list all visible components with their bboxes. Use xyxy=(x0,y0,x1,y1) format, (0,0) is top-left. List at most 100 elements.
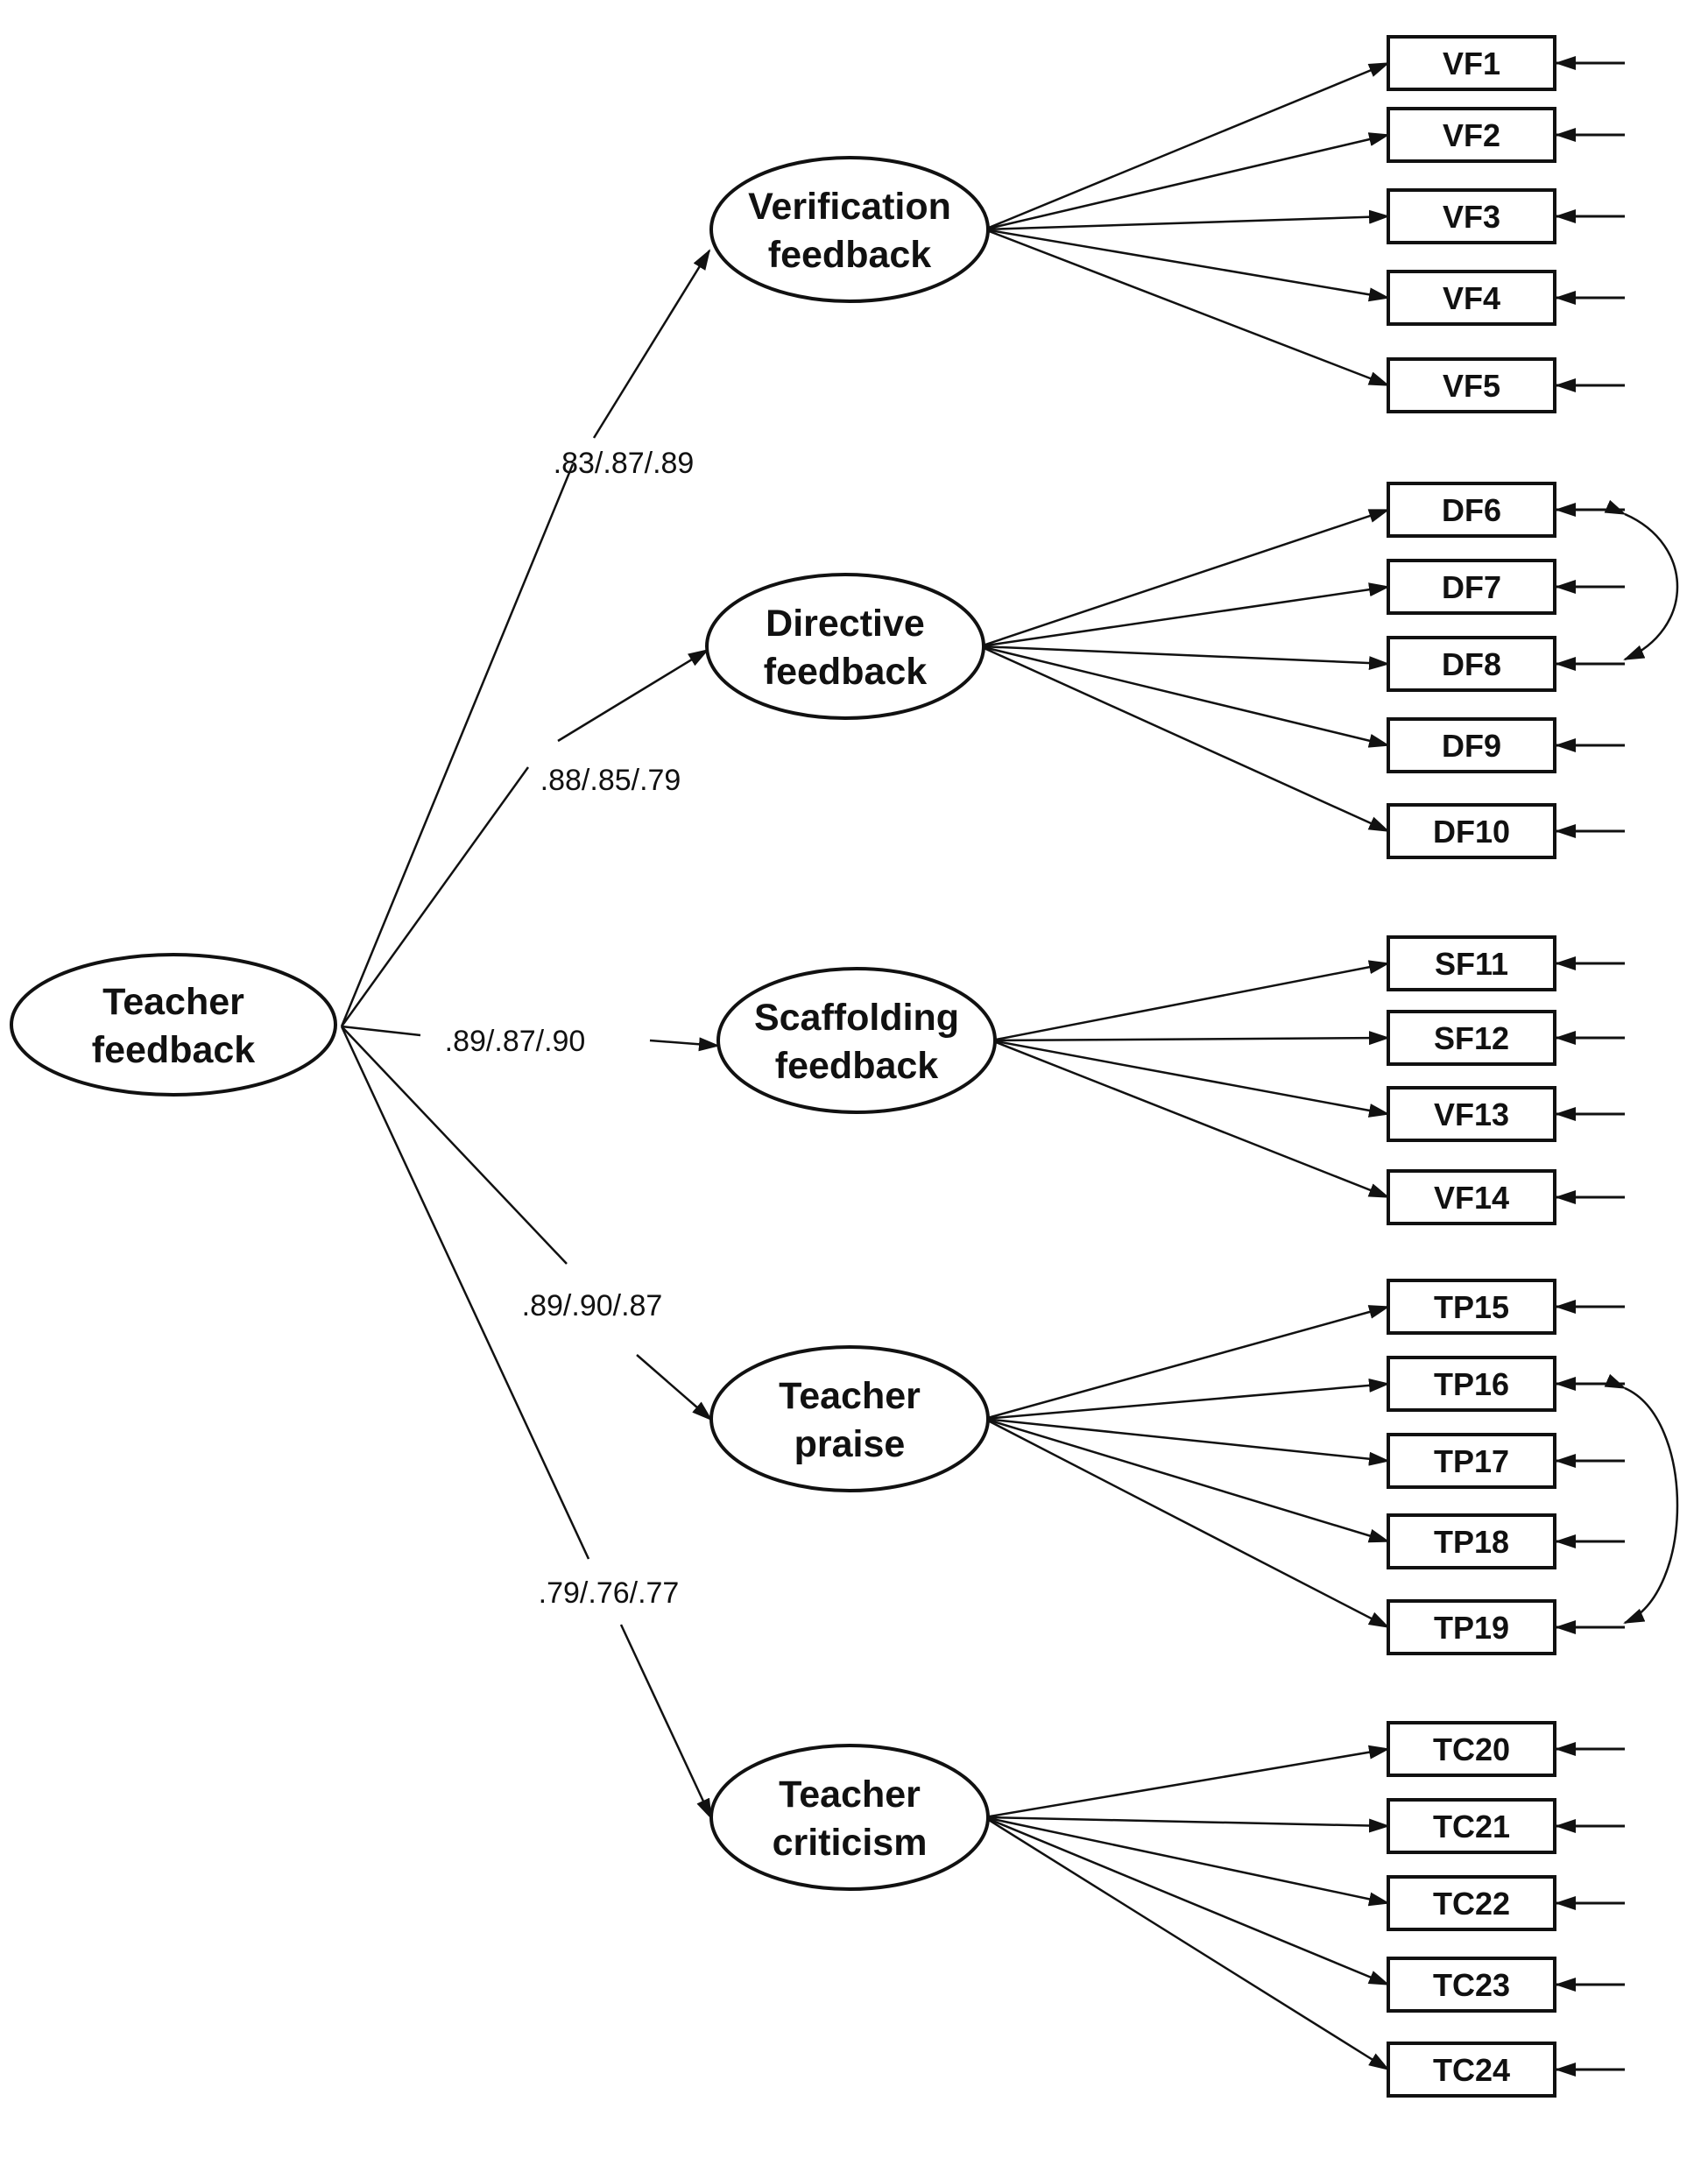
indicator-loading-line xyxy=(984,1816,1390,1833)
indicator-label: TP16 xyxy=(1434,1366,1509,1402)
indicator-box xyxy=(1387,482,1556,538)
indicator-DF7: DF7 xyxy=(979,559,1625,648)
factor-label-line-1: Teacher xyxy=(779,1774,921,1816)
correlated-errors xyxy=(1604,499,1679,1625)
indicator-box xyxy=(1387,803,1556,859)
indicator-loading-line xyxy=(984,1417,1390,1629)
indicator-label: TC20 xyxy=(1433,1731,1510,1767)
indicator-TP19: TP19 xyxy=(984,1417,1625,1655)
factors-layer: VF1VF2VF3VF4VF5VerificationfeedbackDF6DF… xyxy=(705,35,1625,2098)
path-arrow-to-factor xyxy=(592,249,711,439)
factor-ellipse xyxy=(709,1345,990,1492)
indicator-label: VF5 xyxy=(1443,368,1500,404)
indicator-label: TP18 xyxy=(1434,1524,1509,1560)
indicator-loading-line xyxy=(984,228,1390,387)
factor-label-line-2: praise xyxy=(794,1423,906,1465)
indicator-label: DF8 xyxy=(1442,646,1501,682)
indicator-VF2: VF2 xyxy=(984,107,1625,231)
structural-paths: .83/.87/.89 .88/.85/.79 .89/.87/.90.89/.90… xyxy=(340,249,720,1820)
indicator-loading-line xyxy=(979,508,1390,648)
indicator-loading-line xyxy=(984,1816,1390,2071)
indicator-label: VF2 xyxy=(1443,117,1500,153)
indicator-TC21: TC21 xyxy=(984,1798,1625,1854)
loading-label: .88/.85/.79 xyxy=(540,764,681,797)
indicator-DF9: DF9 xyxy=(979,645,1625,773)
indicator-TC24: TC24 xyxy=(984,1816,1625,2098)
indicator-VF4: VF4 xyxy=(984,228,1625,326)
indicator-DF10: DF10 xyxy=(979,645,1625,859)
indicator-box xyxy=(1387,717,1556,773)
indicator-box xyxy=(1387,636,1556,692)
correlated-error-DF6-DF8 xyxy=(1604,499,1679,661)
indicator-VF3: VF3 xyxy=(984,188,1625,244)
indicator-label: VF4 xyxy=(1443,280,1500,316)
indicator-loading-line xyxy=(984,1816,1390,1986)
indicator-label: VF1 xyxy=(1443,46,1500,81)
indicator-TC22: TC22 xyxy=(984,1816,1625,1931)
structural-path-5: .79/.76/.77 xyxy=(340,1026,713,1820)
indicator-loading-line xyxy=(984,1378,1390,1421)
indicator-label: VF3 xyxy=(1443,199,1500,235)
indicator-loading-line xyxy=(991,1039,1390,1118)
factor-label-line-1: Verification xyxy=(748,186,951,228)
structural-path-2: .88/.85/.79 xyxy=(340,648,709,1027)
loading-label: .83/.87/.89 xyxy=(554,447,695,480)
indicator-box xyxy=(1387,270,1556,326)
indicator-VF13: VF13 xyxy=(991,1039,1625,1142)
indicator-label: DF10 xyxy=(1433,814,1510,850)
path-line-to-label xyxy=(340,463,575,1027)
indicator-VF14: VF14 xyxy=(991,1039,1625,1225)
indicator-loading-line xyxy=(984,1417,1390,1466)
path-line-to-label xyxy=(340,766,530,1027)
factor-ellipse xyxy=(705,573,985,720)
factor-label-line-1: Scaffolding xyxy=(754,997,959,1039)
root-label-line-2: feedback xyxy=(92,1029,256,1071)
indicator-label: TP19 xyxy=(1434,1610,1509,1646)
loading-label: .79/.76/.77 xyxy=(539,1576,680,1610)
correlated-error-TP16-TP19 xyxy=(1604,1373,1679,1625)
indicator-loading-line xyxy=(979,645,1390,671)
indicator-label: VF13 xyxy=(1434,1097,1509,1132)
indicator-label: TC22 xyxy=(1433,1886,1510,1922)
structural-path-4: .89/.90/.87 xyxy=(341,1026,713,1421)
indicator-loading-line xyxy=(979,582,1390,648)
root-ellipse xyxy=(10,953,337,1097)
indicator-box xyxy=(1387,1957,1556,2013)
indicator-loading-line xyxy=(979,645,1390,833)
indicator-label: TC23 xyxy=(1433,1967,1510,2003)
indicator-loading-line xyxy=(984,209,1390,231)
factor-label-line-2: feedback xyxy=(775,1045,939,1087)
structural-path-3: .89/.87/.90 xyxy=(341,1025,720,1058)
indicator-label: TC24 xyxy=(1433,2052,1510,2088)
path-arrow-to-factor xyxy=(636,1354,713,1421)
path-line-to-label xyxy=(340,1026,590,1560)
indicator-loading-line xyxy=(984,1745,1390,1819)
indicator-label: DF7 xyxy=(1442,569,1501,605)
indicator-label: DF6 xyxy=(1442,492,1501,528)
indicator-label: SF12 xyxy=(1434,1020,1509,1056)
indicator-box xyxy=(1387,1086,1556,1142)
factor-ellipse xyxy=(716,967,997,1114)
indicator-TP16: TP16 xyxy=(984,1356,1625,1421)
indicator-label: TP17 xyxy=(1434,1443,1509,1479)
indicator-box xyxy=(1387,1433,1556,1489)
indicator-SF11: SF11 xyxy=(991,935,1625,1042)
path-arrow-to-factor xyxy=(557,648,709,743)
factor-label-line-2: feedback xyxy=(764,651,928,693)
indicator-label: TC21 xyxy=(1433,1809,1510,1844)
indicator-TC23: TC23 xyxy=(984,1816,1625,2013)
indicator-loading-line xyxy=(984,228,1390,302)
factor-label-line-1: Directive xyxy=(766,603,925,645)
indicator-box xyxy=(1387,2042,1556,2098)
indicator-loading-line xyxy=(984,1305,1390,1421)
indicator-loading-line xyxy=(984,1417,1390,1543)
factor-ellipse xyxy=(709,156,990,303)
indicator-box xyxy=(1387,935,1556,991)
loading-label: .89/.87/.90 xyxy=(445,1025,586,1058)
factor-label-line-2: criticism xyxy=(773,1822,928,1864)
indicator-DF6: DF6 xyxy=(979,482,1625,648)
